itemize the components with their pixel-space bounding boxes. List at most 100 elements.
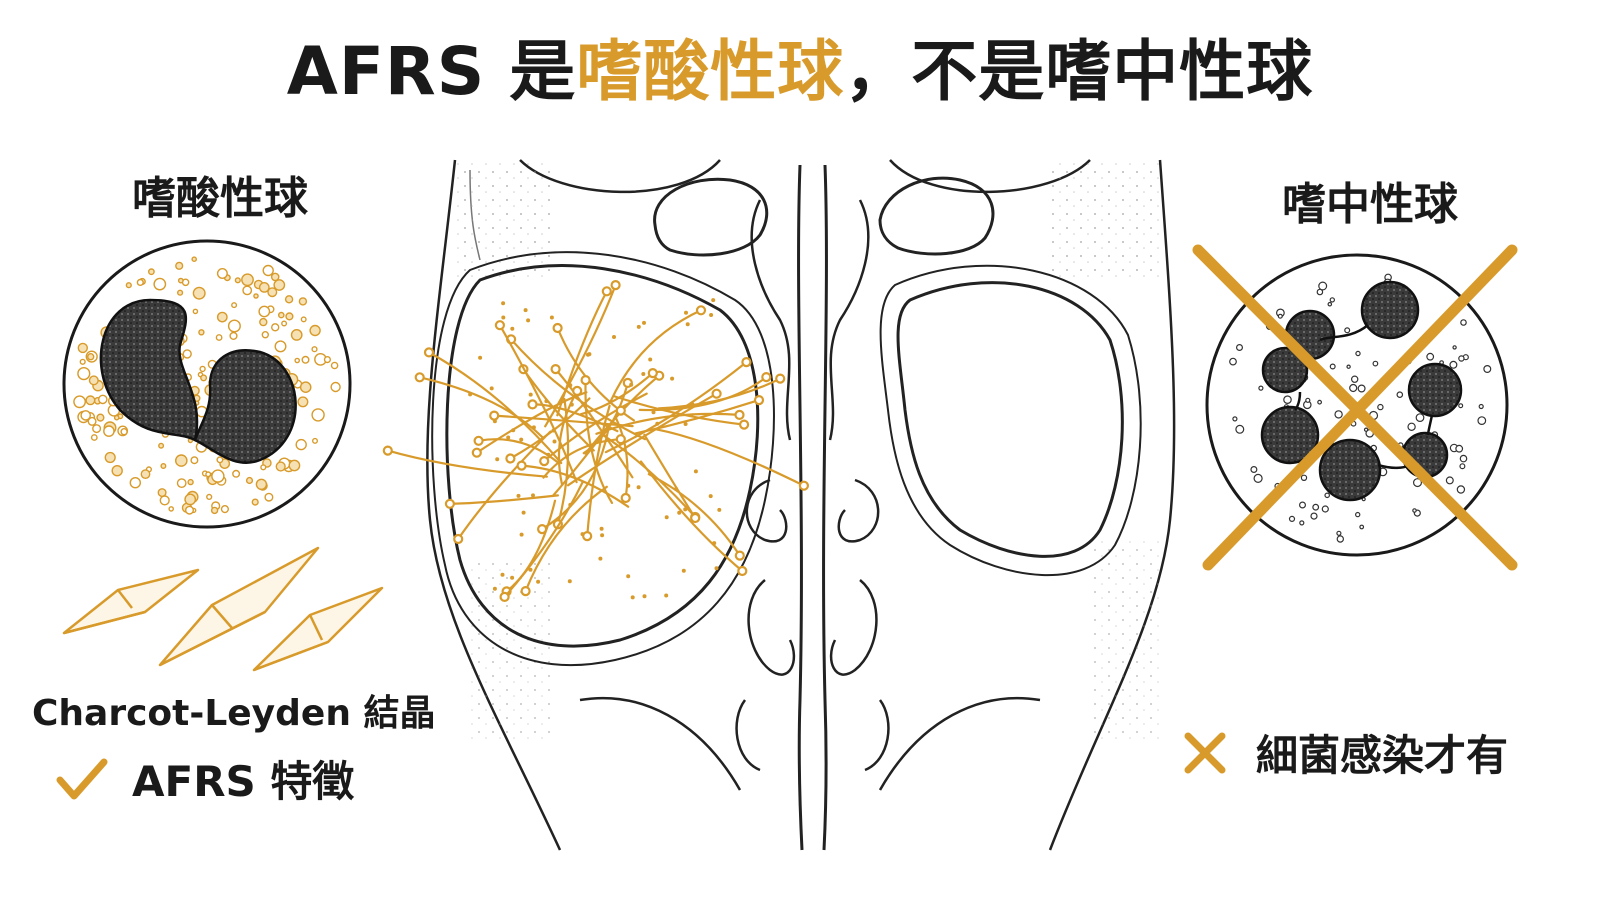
granule (98, 394, 108, 405)
granule (85, 395, 96, 406)
spore (489, 386, 494, 391)
spore (683, 507, 688, 512)
granule (1459, 454, 1468, 463)
granule (111, 465, 123, 477)
granule (77, 367, 91, 381)
spore (670, 376, 675, 381)
granule (113, 414, 120, 421)
granule (1253, 473, 1263, 483)
hypha-tip (734, 409, 745, 420)
page-title: AFRS 是嗜酸性球，不是嗜中性球 (0, 18, 1600, 114)
granule (206, 493, 213, 501)
hypha-tip (505, 453, 516, 464)
granule (1354, 511, 1361, 518)
hypha-tip (473, 435, 484, 446)
granule (160, 463, 167, 470)
hypha-tip (489, 410, 500, 421)
spore (684, 310, 688, 315)
spore (690, 402, 695, 407)
granule (242, 285, 253, 296)
hypha (457, 430, 552, 541)
granule (309, 324, 321, 337)
spore (677, 510, 682, 515)
spore (568, 383, 573, 388)
granule (300, 316, 307, 323)
hypha-tip (734, 550, 745, 561)
hypha (566, 392, 718, 487)
granule (294, 357, 301, 364)
granule (190, 456, 199, 465)
granule (1350, 375, 1359, 383)
hypha-tip (471, 447, 482, 458)
bacteria-label: 細菌感染才有 (1256, 731, 1509, 780)
granule (1372, 360, 1379, 367)
granule (330, 361, 339, 370)
spore (492, 586, 497, 591)
hypha (543, 392, 648, 463)
granule (1460, 319, 1467, 326)
hypha-tip (520, 585, 531, 597)
granule (80, 410, 91, 421)
spore (551, 428, 556, 433)
title-accent: 嗜酸性球 (576, 33, 845, 110)
spore (468, 392, 473, 397)
granule (174, 454, 188, 467)
spore (655, 421, 660, 426)
spore (693, 469, 698, 474)
fungal-hyphae (382, 280, 810, 603)
granule (262, 264, 274, 277)
granule (96, 413, 105, 422)
granule (1483, 365, 1492, 374)
hypha-tip (610, 280, 621, 291)
spore (568, 502, 573, 507)
granule (271, 323, 280, 332)
granule (176, 478, 187, 488)
spore (636, 324, 641, 329)
hypha-tip (761, 372, 772, 383)
spore (567, 579, 572, 584)
granule (1229, 357, 1237, 366)
hypha (655, 428, 805, 487)
granule (330, 381, 341, 393)
granule (284, 295, 294, 304)
granule (1334, 410, 1343, 419)
granule (1478, 403, 1484, 410)
granule (1396, 391, 1404, 399)
granule (274, 340, 287, 353)
hypha (556, 397, 570, 526)
granule (1355, 350, 1361, 357)
hypha-tip (423, 347, 435, 358)
hypha-tip (582, 530, 593, 542)
granule (73, 395, 87, 409)
hypha-tip (453, 533, 464, 545)
spore (708, 494, 713, 499)
granule (120, 428, 128, 436)
granule (136, 278, 144, 287)
granule (285, 312, 294, 321)
spore (552, 439, 557, 444)
granule (1298, 501, 1306, 509)
granule (1312, 503, 1320, 511)
spore (711, 298, 716, 303)
granule (103, 425, 115, 437)
spore (683, 422, 688, 426)
spore (664, 515, 669, 520)
hypha (579, 372, 654, 416)
spore (521, 510, 526, 515)
granule (125, 282, 132, 289)
granule (301, 355, 310, 364)
granule (273, 279, 286, 291)
granule (198, 329, 205, 336)
granule (1277, 313, 1283, 319)
granule (1327, 301, 1333, 307)
spore (549, 315, 554, 320)
granule (177, 277, 184, 284)
granule (1250, 466, 1258, 474)
granule (200, 374, 208, 382)
granule (92, 424, 102, 434)
eosinophil-heading: 嗜酸性球 (132, 173, 308, 224)
granule (258, 305, 271, 318)
granule (258, 281, 270, 293)
hypha (498, 324, 578, 484)
granule (323, 356, 332, 364)
